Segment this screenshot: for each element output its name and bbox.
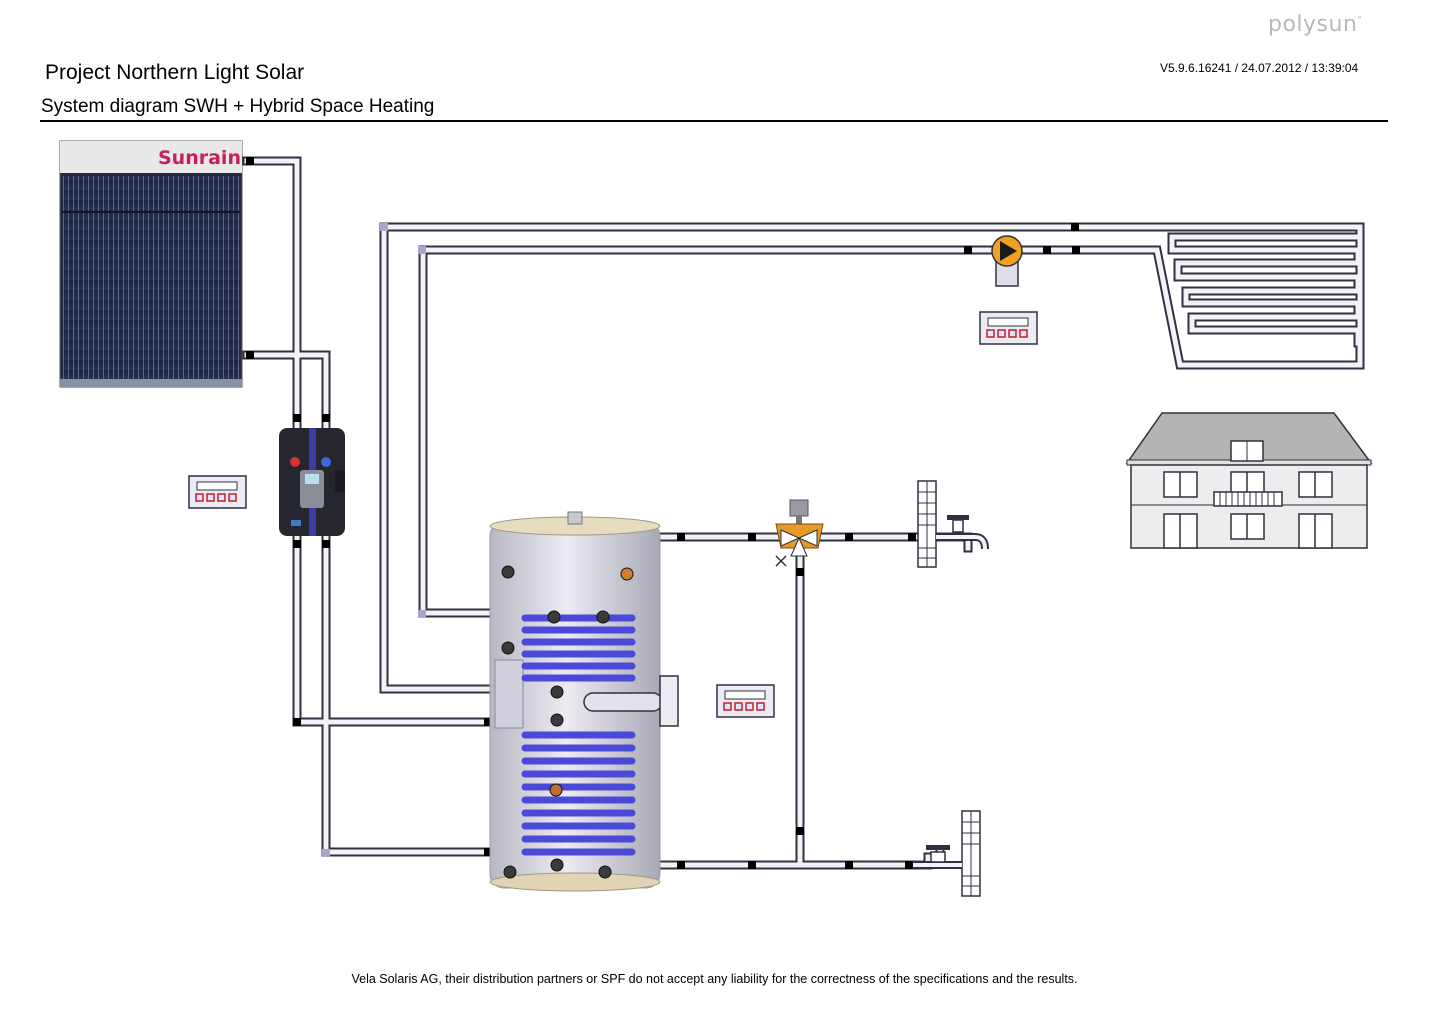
brand-logo: polysun° <box>1268 12 1363 37</box>
liability-disclaimer: Vela Solaris AG, their distribution part… <box>351 972 1078 986</box>
project-title: Project Northern Light Solar <box>45 61 305 84</box>
heater-controller[interactable] <box>716 684 775 718</box>
upper-heat-exchanger-coil <box>521 614 636 682</box>
electric-heater[interactable] <box>583 675 679 727</box>
lower-heat-exchanger-coil <box>521 731 636 856</box>
diagram-subtitle: System diagram SWH + Hybrid Space Heatin… <box>41 96 435 117</box>
version-info: V5.9.6.16241 / 24.07.2012 / 13:39:04 <box>1160 61 1359 75</box>
mixing-valve[interactable] <box>775 499 824 567</box>
pipe-connectors <box>246 157 1080 869</box>
solar-pump-station[interactable] <box>279 428 345 536</box>
heating-controller[interactable] <box>979 311 1038 345</box>
cold-water-inlet[interactable] <box>913 810 981 897</box>
hot-water-tap[interactable] <box>917 480 989 568</box>
storage-tank[interactable] <box>489 511 661 892</box>
header-divider <box>40 120 1388 122</box>
solar-collector[interactable]: Sunrain <box>59 140 243 388</box>
solar-controller[interactable] <box>188 475 247 509</box>
collector-brand-label: Sunrain <box>158 147 241 169</box>
tank-ports <box>501 565 634 879</box>
house <box>1125 412 1373 549</box>
heating-circuit-pump[interactable] <box>991 235 1023 287</box>
